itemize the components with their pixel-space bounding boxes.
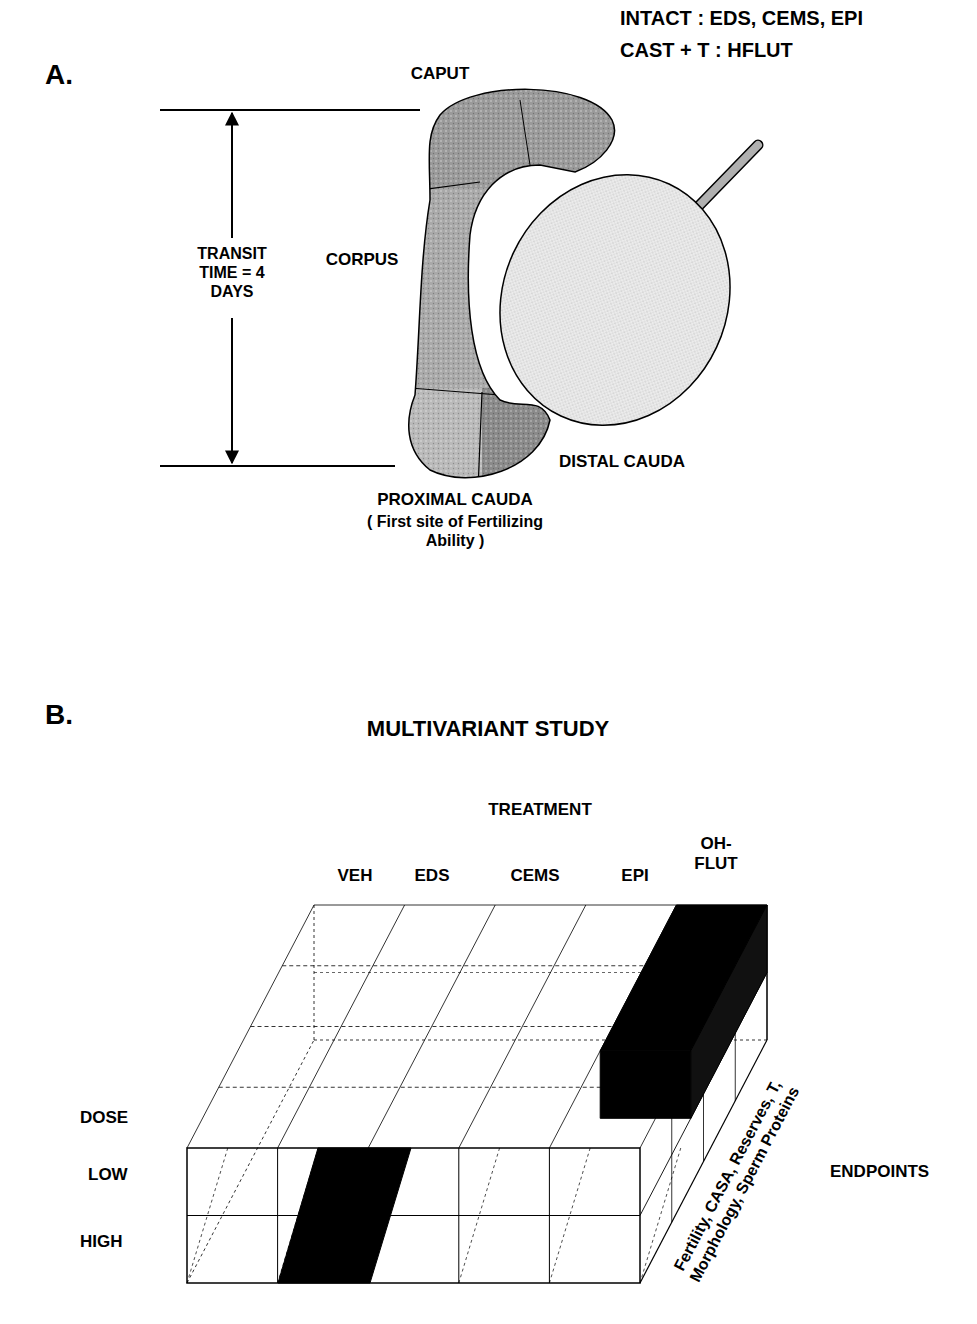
front-face <box>187 1148 640 1283</box>
highlight-cell <box>691 905 767 1118</box>
panel-title: MULTIVARIANT STUDY <box>367 716 609 742</box>
axis-title: ENDPOINTS <box>830 1162 929 1182</box>
row-header: LOW <box>88 1165 128 1185</box>
panel-letter: B. <box>45 698 73 732</box>
grid-line <box>549 1148 550 1283</box>
transit-label: TRANSIT TIME = 4 DAYS <box>186 244 278 302</box>
axis-title: TREATMENT <box>488 800 592 820</box>
grid-line <box>458 1148 459 1283</box>
treatment-note: INTACT : EDS, CEMS, EPI <box>620 6 863 30</box>
axis-title: DOSE <box>80 1108 128 1128</box>
highlight-cell <box>600 1051 691 1119</box>
region-label: CAPUT <box>411 64 470 84</box>
row-header: HIGH <box>80 1232 123 1252</box>
study-grid <box>187 905 767 1283</box>
column-header: CEMS <box>510 866 559 886</box>
column-header: VEH <box>338 866 373 886</box>
grid-line <box>277 1148 278 1283</box>
region-note: ( First site of Fertilizing Ability ) <box>355 512 555 550</box>
grid-line <box>187 1215 640 1216</box>
panel-letter: A. <box>45 58 73 92</box>
treatment-note: CAST + T : HFLUT <box>620 38 793 62</box>
region-label: PROXIMAL CAUDA <box>377 490 533 510</box>
highlight-cell <box>278 1148 411 1283</box>
transit-bracket <box>160 110 420 466</box>
column-header: EDS <box>415 866 450 886</box>
vas-deferens <box>690 145 758 215</box>
column-header: OH- FLUT <box>688 834 744 875</box>
region-label: DISTAL CAUDA <box>559 452 685 472</box>
testis <box>459 137 770 464</box>
endpoints-list: Fertility, CASA, Reserves, T, Morphology… <box>662 1063 810 1298</box>
region-label: CORPUS <box>326 250 399 270</box>
column-header: EPI <box>621 866 648 886</box>
